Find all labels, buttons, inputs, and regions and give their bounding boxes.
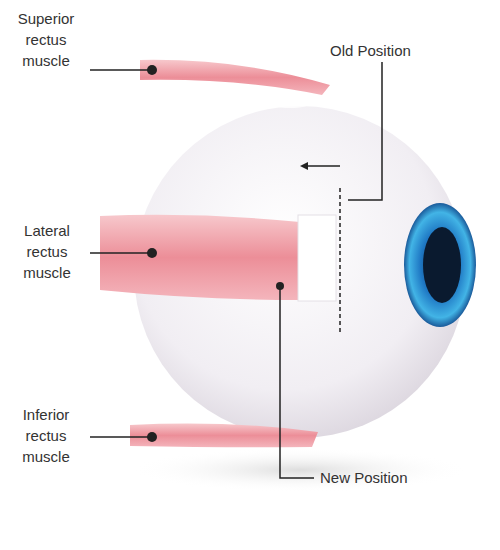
lateral-rectus <box>100 215 300 300</box>
pupil <box>423 227 461 303</box>
highlight <box>265 92 315 108</box>
leader-line <box>90 252 152 254</box>
text-label: Old Position <box>330 40 470 61</box>
leader-dot <box>276 282 284 290</box>
leader-line <box>90 69 152 71</box>
tendon <box>298 215 336 301</box>
leader-dot <box>147 65 157 75</box>
leader-dot <box>147 248 157 258</box>
leader-dot <box>147 432 157 442</box>
text-label: Inferior rectus muscle <box>8 404 84 467</box>
text-label: Lateral rectus muscle <box>12 220 82 283</box>
leader-line <box>280 286 314 478</box>
shadow <box>130 448 470 492</box>
inferior-rectus <box>130 424 318 448</box>
old-position-line <box>339 188 341 332</box>
arrow-head <box>300 162 308 170</box>
leader-line <box>348 62 382 200</box>
leader-line <box>90 436 152 438</box>
move-arrow <box>306 165 340 167</box>
text-label: New Position <box>320 467 460 488</box>
iris <box>404 203 476 327</box>
superior-rectus <box>140 60 330 95</box>
text-label: Superior rectus muscle <box>8 8 84 71</box>
